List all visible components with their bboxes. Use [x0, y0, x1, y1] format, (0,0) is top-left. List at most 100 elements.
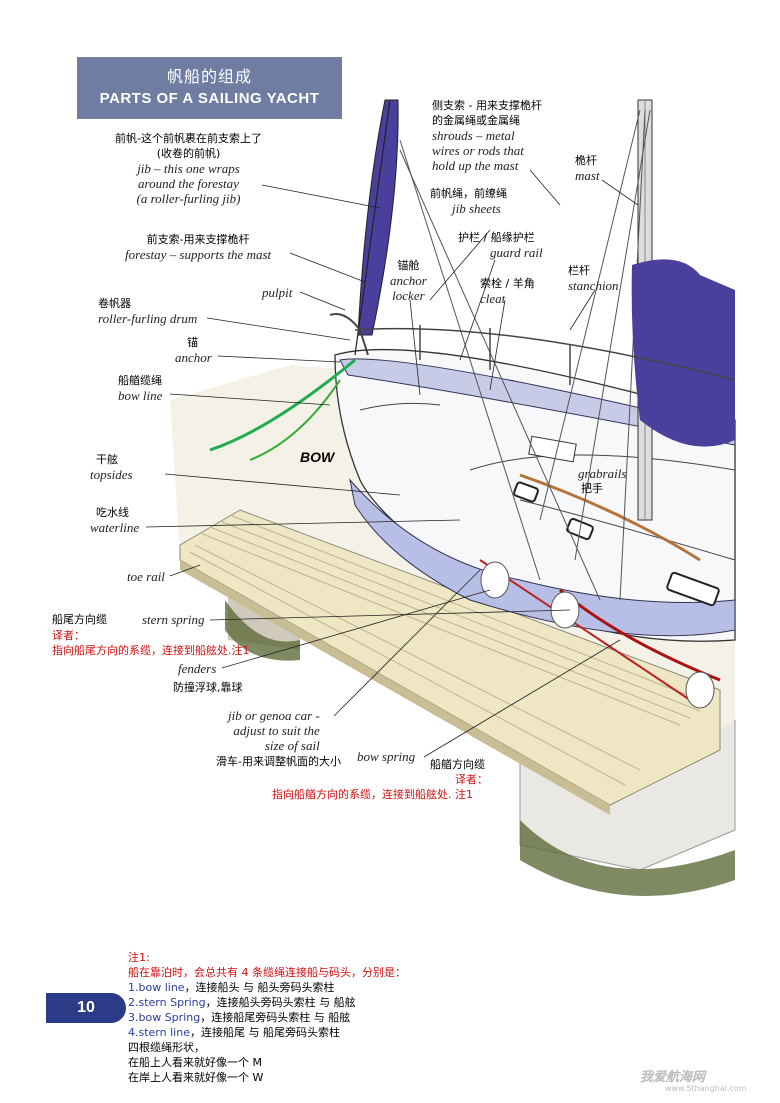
dock [179, 509, 721, 815]
footnote-intro: 船在靠泊时，会总共有 4 条缆绳连接船与码头，分别是： [128, 966, 406, 979]
label-stanchion-cn: 栏杆 [568, 264, 590, 277]
label-bow-spring-cn: 船艏方向缆 [430, 758, 485, 771]
hatch [528, 435, 577, 463]
label-bow-spring-en: bow spring [357, 749, 416, 764]
label-fenders-cn: 防撞浮球,靠球 [173, 681, 243, 694]
label-jib-cn2: (收卷的前帆) [156, 147, 221, 160]
label-jib-car: jib or genoa car - adjust to suit the si… [228, 708, 320, 753]
label-anchor: 锚 anchor [175, 335, 212, 365]
grabrail [519, 473, 701, 562]
label-waterline: 吃水线 waterline [90, 505, 139, 535]
jib [357, 99, 399, 336]
label-drum-en: roller-furling drum [98, 311, 198, 326]
label-topsides-cn: 干舷 [96, 453, 118, 466]
label-jib-en1: jib – this one wraps [137, 161, 240, 176]
label-jib-cn: 前帆-这个前帆裹在前支索上了 [115, 132, 262, 145]
label-cleat-en: cleat [480, 291, 506, 306]
label-mast-en: mast [575, 168, 600, 183]
label-sheets-cn: 前帆绳，前缭绳 [430, 187, 507, 200]
label-locker-en1: anchor [390, 273, 427, 288]
stern-translator-note-title: 译者： [52, 629, 85, 642]
label-shrouds-en3: hold up the mast [432, 158, 519, 173]
label-guard-rail: 护栏 / 船缘护栏 guard rail [458, 230, 543, 260]
bow-hull-text: BOW [300, 449, 335, 465]
footnote-boat-view: 在船上人看来就好像一个 M [128, 1056, 262, 1069]
label-waterline-en: waterline [90, 520, 140, 535]
label-car-en1: jib or genoa car - [228, 708, 320, 723]
label-jib-sheets: 前帆绳，前缭绳 jib sheets [430, 186, 507, 216]
footnote-bow-spring: 3.bow Spring [128, 1011, 201, 1024]
label-locker-en2: locker [392, 288, 425, 303]
label-stanchion: 栏杆 stanchion [568, 263, 619, 293]
label-cleat: 索栓 / 羊角 cleat [480, 276, 535, 306]
forestay [354, 99, 391, 356]
label-grab-en: grabrails [578, 466, 627, 481]
label-guard-en: guard rail [490, 245, 543, 260]
label-bowline-en: bow line [118, 388, 163, 403]
stern-translator-note: 指向船尾方向的系缆，连接到船舷处.注1 [52, 644, 250, 657]
mainsail [631, 259, 735, 447]
bow-translator-note: 指向船艏方向的系缆，连接到船舷处. 注1 [272, 788, 473, 801]
label-jib-en3: (a roller-furling jib) [136, 191, 241, 206]
label-shrouds-cn1: 侧支索 - 用来支撑桅杆 [432, 99, 542, 112]
label-shrouds-en1: shrouds – metal [432, 128, 515, 143]
label-car-en3: size of sail [264, 738, 320, 753]
label-stanchion-en: stanchion [568, 278, 619, 293]
footnote: 注1: 船在靠泊时，会总共有 4 条缆绳连接船与码头，分别是： 1.bow li… [128, 950, 406, 1085]
label-fenders-en: fenders [178, 661, 217, 676]
label-anchor-en: anchor [175, 350, 212, 365]
watermark-logo: 我爱航海网 [640, 1070, 706, 1085]
footnote-bow-line: 1.bow line [128, 981, 185, 994]
seaweed [520, 820, 735, 896]
label-bow-line: 船艏缆绳 bow line [118, 373, 162, 403]
page-title-box: 帆船的组成 PARTS OF A SAILING YACHT [77, 57, 342, 119]
label-anchor-cn: 锚 [187, 336, 198, 349]
label-drum-cn: 卷帆器 [98, 297, 131, 310]
footnote-shore-view: 在岸上人看来就好像一个 W [128, 1071, 264, 1084]
portholes [513, 481, 720, 607]
label-cleat-cn: 索栓 / 羊角 [480, 277, 535, 290]
label-waterline-cn: 吃水线 [96, 506, 129, 519]
label-sheets-en: jib sheets [452, 201, 501, 216]
mooring-lines [209, 358, 721, 701]
leader-lines [145, 169, 639, 758]
label-forestay-en: forestay – supports the mast [125, 247, 272, 262]
label-stern-spring-cn: 船尾方向缆 [52, 613, 107, 626]
label-jib-en2: around the forestay [138, 176, 239, 191]
label-toe-rail: toe rail [127, 569, 165, 584]
label-mast: 桅杆 mast [575, 153, 600, 183]
label-locker-cn: 锚舱 [397, 259, 420, 272]
label-grab-cn: 把手 [581, 482, 603, 495]
label-car-en2: adjust to suit the [233, 723, 320, 738]
footnote-stern-spring-desc: ，连接船头旁码头索柱 与 船舷 [205, 996, 356, 1009]
footnote-bow-spring-desc: ，连接船尾旁码头索柱 与 船舷 [200, 1011, 351, 1024]
label-topsides-en: topsides [90, 467, 133, 482]
page-title-english: PARTS OF A SAILING YACHT [99, 90, 320, 107]
footnote-title: 注1: [128, 951, 150, 964]
fender-balls [480, 561, 715, 709]
label-jib-car-cn: 滑车-用来调整帆面的大小 [216, 755, 341, 768]
label-shrouds-cn2: 的金属绳或金属绳 [432, 114, 520, 127]
label-shrouds-en2: wires or rods that [432, 143, 524, 158]
footnote-shape: 四根缆绳形状， [128, 1041, 205, 1054]
label-pulpit: pulpit [262, 285, 293, 300]
page-number: 10 [46, 993, 126, 1023]
label-guard-cn: 护栏 / 船缘护栏 [458, 231, 535, 244]
footnote-bow-line-desc: ，连接船头 与 船头旁码头索柱 [184, 981, 335, 994]
label-stern-spring-en: stern spring [142, 612, 205, 627]
bow-translator-note-title: 译者： [455, 773, 488, 786]
footnote-stern-spring: 2.stern Spring [128, 996, 206, 1009]
label-roller-furling-drum: 卷帆器 roller-furling drum [98, 296, 197, 326]
footnote-stern-line: 4.stern line [128, 1026, 190, 1039]
footnote-stern-line-desc: ，连接船尾 与 船尾旁码头索柱 [189, 1026, 340, 1039]
label-forestay-cn: 前支索-用来支撑桅杆 [146, 233, 250, 246]
label-anchor-locker: 锚舱 anchor locker [390, 258, 427, 303]
label-mast-cn: 桅杆 [575, 154, 597, 167]
watermark-url: www.5thanghai.com [665, 1084, 747, 1093]
label-bowline-cn: 船艏缆绳 [118, 374, 162, 387]
label-jib: 前帆-这个前帆裹在前支索上了 (收卷的前帆) jib – this one wr… [115, 131, 262, 206]
guard-rail [354, 327, 736, 381]
label-shrouds: 侧支索 - 用来支撑桅杆 的金属绳或金属绳 shrouds – metal wi… [432, 98, 542, 173]
shrouds [399, 109, 651, 601]
